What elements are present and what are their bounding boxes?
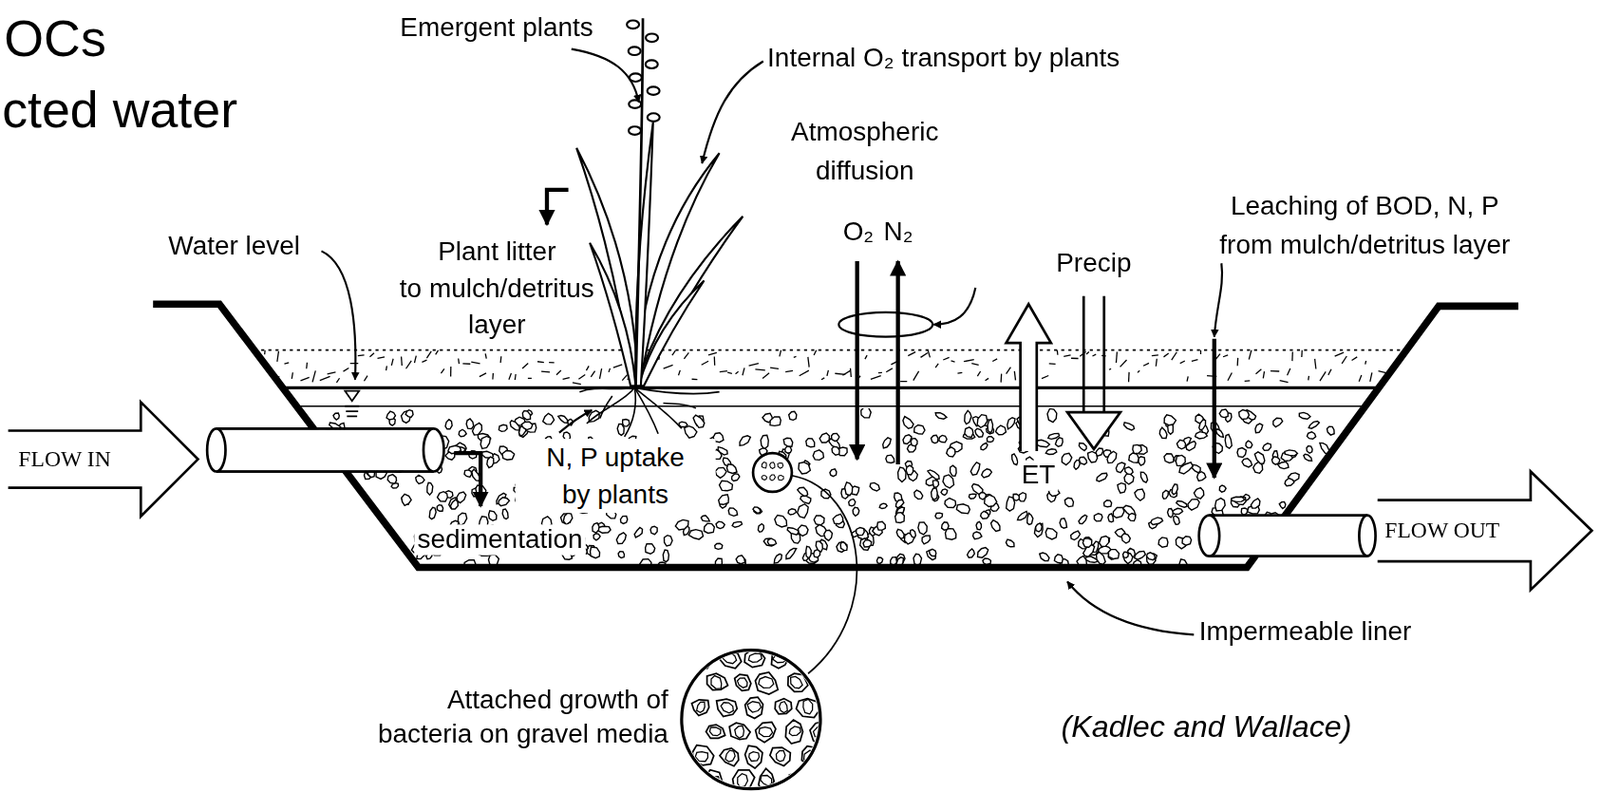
part-label: Impermeable liner <box>1199 616 1412 647</box>
flow-arrows <box>8 401 1593 590</box>
process-label: Precip <box>1055 247 1131 279</box>
magnifier-spot <box>752 452 792 492</box>
basin <box>152 303 1519 567</box>
part-label: Attached growth ofbacteria on gravel med… <box>326 681 669 752</box>
process-label: Leaching of BOD, N, Pfrom mulch/detritus… <box>1188 186 1542 264</box>
slide-title: cted water <box>1 81 238 141</box>
emergent-plant <box>576 18 743 437</box>
gas-label: O₂ <box>843 216 875 247</box>
flow-label: FLOW IN <box>18 446 111 472</box>
part-label: Water level <box>168 230 301 262</box>
process-label: Plant litterto mulch/detrituslayer <box>369 232 625 343</box>
water-level-symbol <box>344 391 359 417</box>
part-label: Emergent plants <box>399 12 593 43</box>
process-label: Internal O₂ transport by plants <box>767 42 1120 74</box>
diffusion-swirl <box>838 312 933 338</box>
leader-lines <box>321 49 1224 675</box>
flow-label: FLOW OUT <box>1384 517 1500 544</box>
gas-label: N₂ <box>884 216 914 247</box>
et-precip-arrows <box>1006 296 1121 452</box>
process-label: sedimentation <box>414 524 585 555</box>
inflow-pipe <box>207 428 444 471</box>
process-label: Atmosphericdiffusion <box>760 112 970 190</box>
outflow-pipe <box>1199 515 1376 557</box>
process-label: ET <box>1017 460 1058 491</box>
media-closeup <box>681 645 834 791</box>
slide-title: OCs <box>3 10 106 70</box>
source-note: (Kadlec and Wallace) <box>1061 709 1353 745</box>
gravel-media <box>322 407 1335 571</box>
process-label: N, P uptakeby plants <box>515 438 716 512</box>
